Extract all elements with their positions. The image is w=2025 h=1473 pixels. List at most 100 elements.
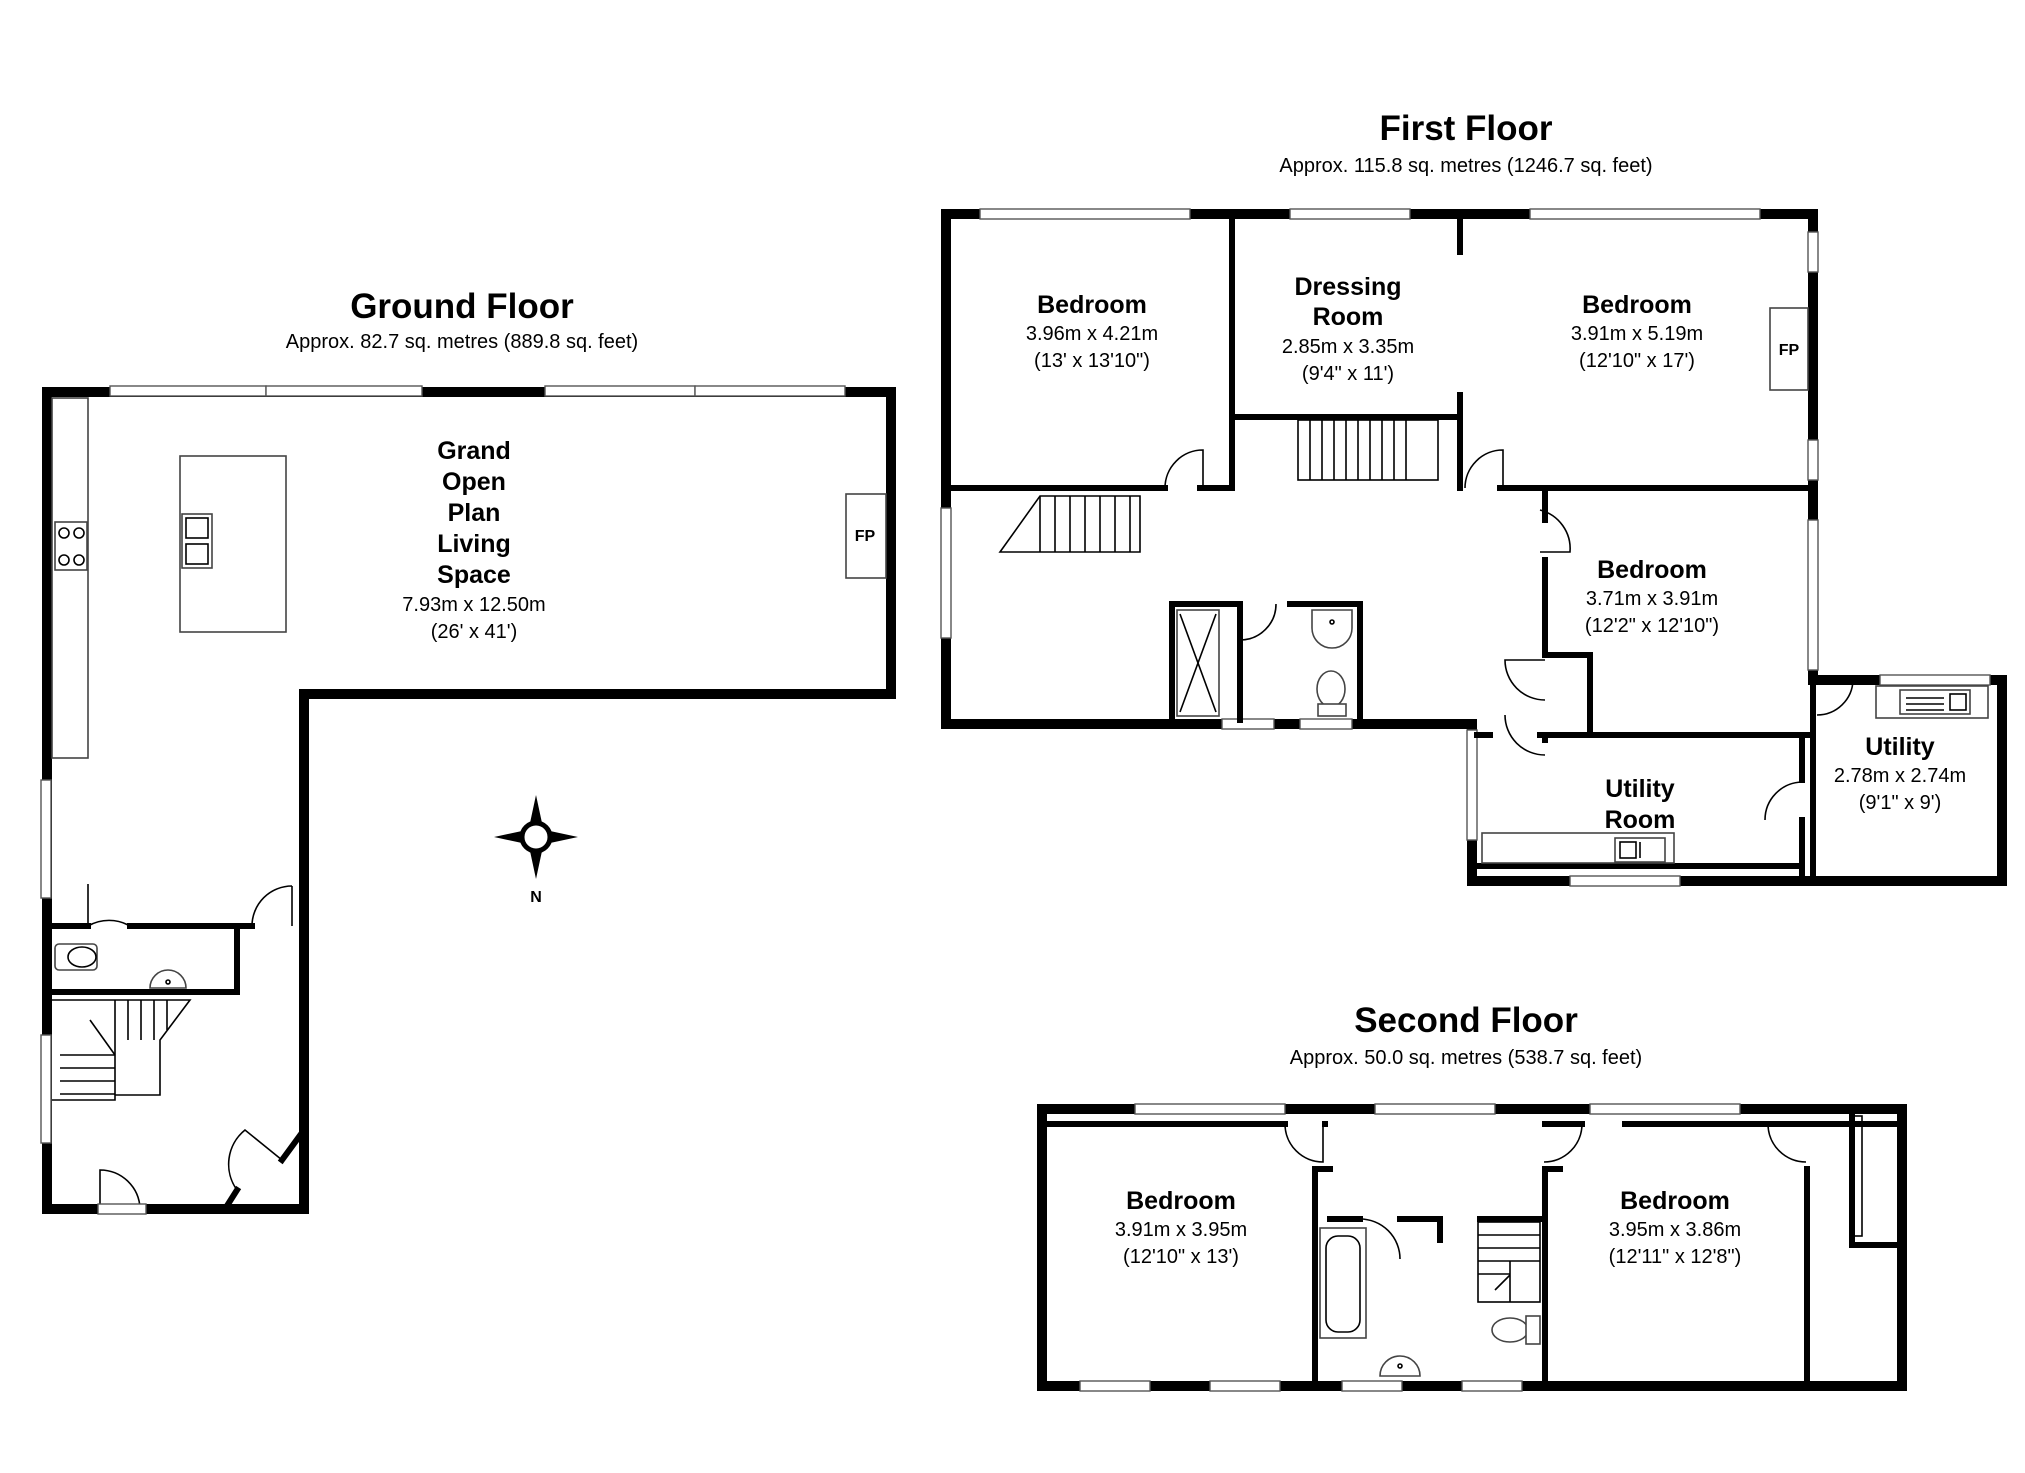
interior-walls xyxy=(948,216,1816,884)
wc-wall xyxy=(49,923,240,995)
window xyxy=(1466,729,1478,841)
room-dimensions-metric: 3.71m x 3.91m xyxy=(1586,588,1718,610)
room-name: Bedroom xyxy=(1037,291,1147,319)
room-name: Room xyxy=(1605,806,1676,834)
staircase xyxy=(1477,1221,1541,1303)
room-name: Room xyxy=(1313,303,1384,331)
room-dimensions-metric: 3.95m x 3.86m xyxy=(1609,1219,1741,1241)
door-swing xyxy=(1816,679,1854,716)
staircase xyxy=(52,999,192,1101)
window xyxy=(694,385,846,397)
door-swing xyxy=(1764,781,1803,821)
window xyxy=(1134,1103,1286,1115)
basin-icon xyxy=(1311,609,1353,649)
wall xyxy=(220,1125,309,1214)
window xyxy=(1341,1380,1403,1392)
window xyxy=(979,208,1191,220)
door-swing xyxy=(251,885,293,927)
room-dimensions-metric: 7.93m x 12.50m xyxy=(402,594,545,616)
bath-icon xyxy=(1319,1227,1367,1339)
room-label-bedroom: Bedroom 3.71m x 3.91m (12'2" x 12'10") xyxy=(1585,556,1719,637)
window xyxy=(1461,1380,1523,1392)
toilet-icon xyxy=(1316,670,1347,717)
sink-icon xyxy=(181,513,213,569)
window xyxy=(265,385,423,397)
window xyxy=(1529,208,1761,220)
ground-floor: Ground Floor Approx. 82.7 sq. metres (88… xyxy=(40,287,896,1215)
door-swing xyxy=(1239,603,1277,641)
door-swing xyxy=(1464,449,1504,489)
room-dimensions-metric: 3.91m x 5.19m xyxy=(1571,323,1703,345)
room-name: Bedroom xyxy=(1620,1187,1730,1215)
room-dimensions-metric: 2.85m x 3.35m xyxy=(1282,336,1414,358)
window xyxy=(1221,718,1275,730)
compass-icon: N xyxy=(494,795,578,906)
ground-floor-title: Ground Floor xyxy=(350,287,574,326)
room-label-utility-room: Utility Room xyxy=(1605,775,1676,834)
first-floor: First Floor Approx. 115.8 sq. metres (12… xyxy=(940,109,2007,887)
room-name: Utility xyxy=(1865,733,1935,761)
room-name: Utility xyxy=(1605,775,1675,803)
room-name: Dressing xyxy=(1295,273,1402,301)
window xyxy=(1079,1380,1151,1392)
room-name: Grand xyxy=(437,437,511,465)
door-swing xyxy=(1543,1123,1583,1163)
window xyxy=(40,779,52,899)
room-label-bedroom: Bedroom 3.96m x 4.21m (13' x 13'10") xyxy=(1026,291,1158,372)
second-floor: Second Floor Approx. 50.0 sq. metres (53… xyxy=(1037,1001,1907,1392)
room-dimensions-imperial: (12'10" x 13') xyxy=(1123,1246,1239,1268)
basin-icon xyxy=(1379,1355,1421,1377)
hob-icon xyxy=(54,521,88,571)
ground-floor-outline xyxy=(42,387,896,1214)
room-name: Living xyxy=(437,530,511,558)
wardrobe xyxy=(1853,1115,1863,1237)
room-dimensions-imperial: (9'1" x 9') xyxy=(1859,792,1942,814)
door-swing xyxy=(1767,1123,1807,1163)
window xyxy=(1807,439,1819,481)
door-swing xyxy=(1284,1123,1324,1163)
room-dimensions-metric: 3.91m x 3.95m xyxy=(1115,1219,1247,1241)
window xyxy=(1374,1103,1496,1115)
first-floor-title: First Floor xyxy=(1379,109,1552,148)
window xyxy=(1807,519,1819,671)
sink-icon xyxy=(1614,837,1666,863)
fireplace xyxy=(845,493,887,579)
room-dimensions-imperial: (26' x 41') xyxy=(431,621,518,643)
room-dimensions-imperial: (12'11" x 12'8") xyxy=(1609,1246,1742,1268)
window xyxy=(1289,208,1411,220)
room-dimensions-metric: 3.96m x 4.21m xyxy=(1026,323,1158,345)
room-dimensions-imperial: (9'4" x 11') xyxy=(1302,363,1394,385)
room-dimensions-imperial: (12'2" x 12'10") xyxy=(1585,615,1719,637)
room-name: Bedroom xyxy=(1126,1187,1236,1215)
basin-icon xyxy=(149,969,187,989)
door-swing xyxy=(1504,714,1546,756)
room-dimensions-imperial: (13' x 13'10") xyxy=(1034,350,1150,372)
room-dimensions-imperial: (12'10" x 17') xyxy=(1579,350,1695,372)
room-label-bedroom: Bedroom 3.91m x 3.95m (12'10" x 13') xyxy=(1115,1187,1247,1268)
door-threshold xyxy=(97,1203,147,1215)
fireplace-label: FP xyxy=(855,528,876,545)
window xyxy=(1569,875,1681,887)
fireplace-label: FP xyxy=(1779,342,1800,359)
room-name: Bedroom xyxy=(1582,291,1692,319)
door-swing xyxy=(1164,449,1204,489)
front-door-swing xyxy=(99,1169,141,1210)
room-label-bedroom: Bedroom 3.91m x 5.19m (12'10" x 17') xyxy=(1571,291,1703,372)
room-label-dressing-room: Dressing Room 2.85m x 3.35m (9'4" x 11') xyxy=(1282,273,1414,385)
door-swing xyxy=(1359,1218,1401,1260)
second-floor-title: Second Floor xyxy=(1354,1001,1578,1040)
window xyxy=(1299,718,1353,730)
room-name: Plan xyxy=(448,499,501,527)
room-name: Bedroom xyxy=(1597,556,1707,584)
bathroom-walls xyxy=(1169,601,1363,723)
room-name: Space xyxy=(437,561,511,589)
window xyxy=(1589,1103,1741,1115)
window xyxy=(544,385,696,397)
window xyxy=(1209,1380,1281,1392)
door-swing xyxy=(1539,509,1571,553)
staircase xyxy=(998,419,1439,553)
compass-north-label: N xyxy=(530,889,542,906)
room-name: Open xyxy=(442,468,506,496)
toilet-icon xyxy=(1491,1315,1541,1345)
